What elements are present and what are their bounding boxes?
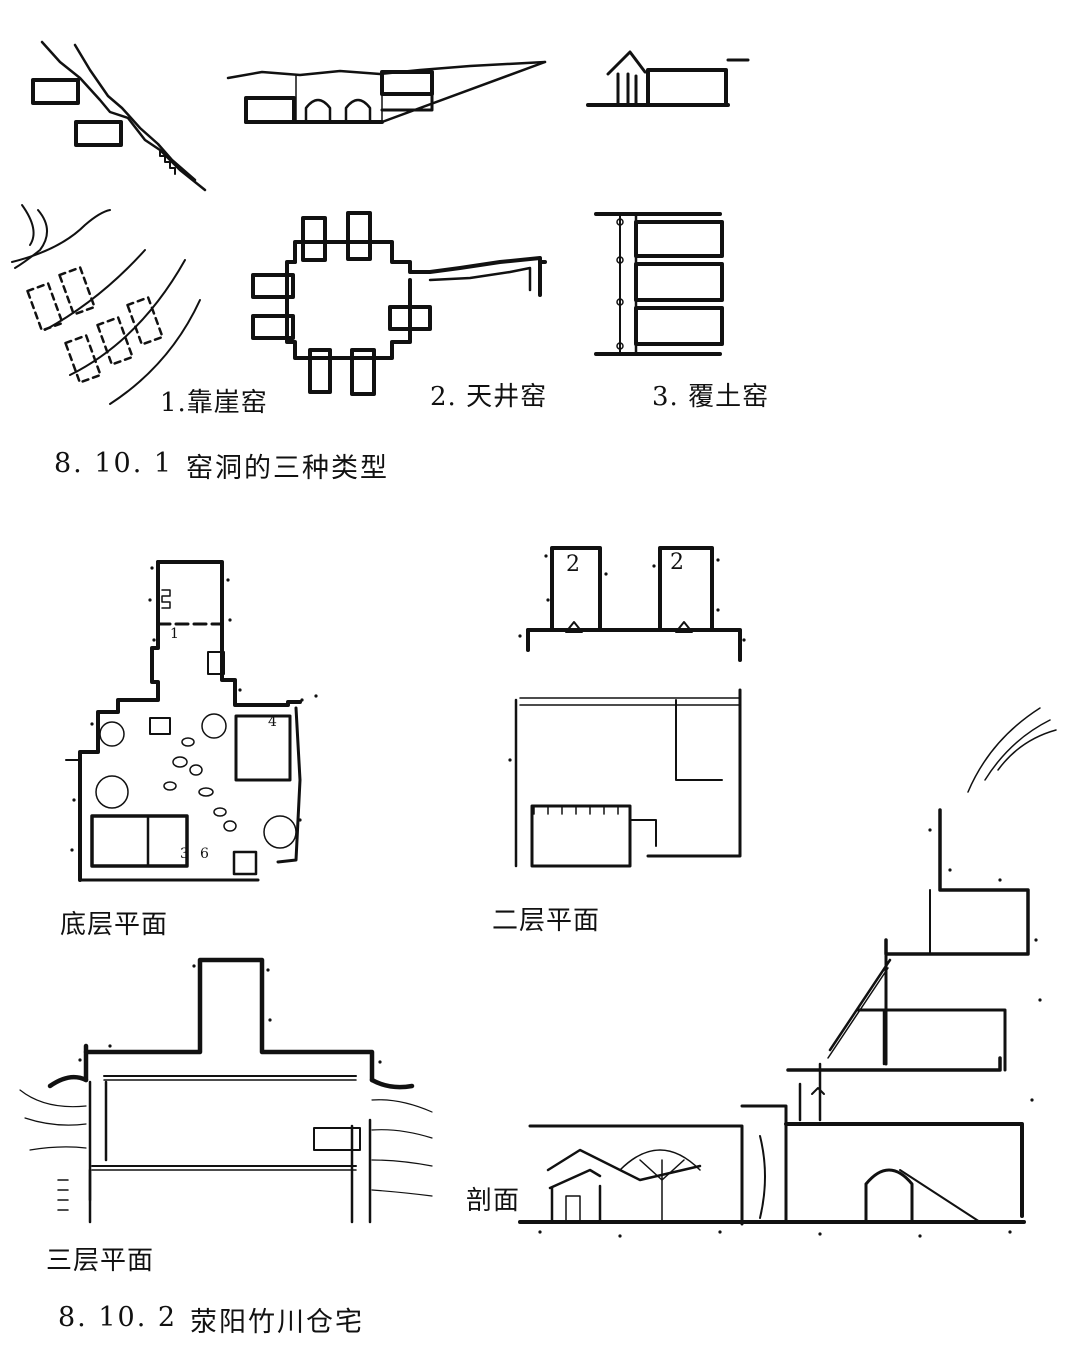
figure1-number: 8. 10. 1 [54,448,174,479]
second-plan-label: 二层平面 [492,906,601,936]
third-plan-label: 三层平面 [46,1246,155,1276]
room-number-2a: 2 [566,552,580,577]
room-number-2b: 2 [670,550,684,575]
courtyard-kiln-label: 2. 天井窑 [430,382,548,412]
room-number-3: 3 [180,846,189,862]
cliff-kiln-section [31,40,207,192]
section-drawing [518,707,1057,1226]
figure2-title: 荥阳竹川仓宅 [190,1307,364,1338]
cliff-kiln-plan [11,204,201,405]
section-label: 剖面 [466,1186,521,1216]
earth-covered-kiln-section [586,50,750,107]
earth-covered-kiln-label: 3. 覆土窑 [652,382,770,412]
ground-floor-plan [65,560,302,882]
courtyard-kiln-section [226,60,547,124]
figure2-number: 8. 10. 2 [58,1302,178,1333]
third-floor-plan [19,957,433,1224]
ground-stipple [70,554,1042,1238]
cliff-kiln-label: 1.靠崖窑 [160,388,268,418]
figure1-title: 窑洞的三种类型 [186,453,389,484]
ground-plan-label: 底层平面 [60,910,169,940]
courtyard-kiln-plan [251,211,547,396]
room-number-1: 1 [170,626,179,642]
room-number-4: 4 [268,714,277,730]
second-floor-plan [514,546,742,868]
earth-covered-kiln-plan [594,212,724,356]
room-number-6: 6 [200,846,209,862]
